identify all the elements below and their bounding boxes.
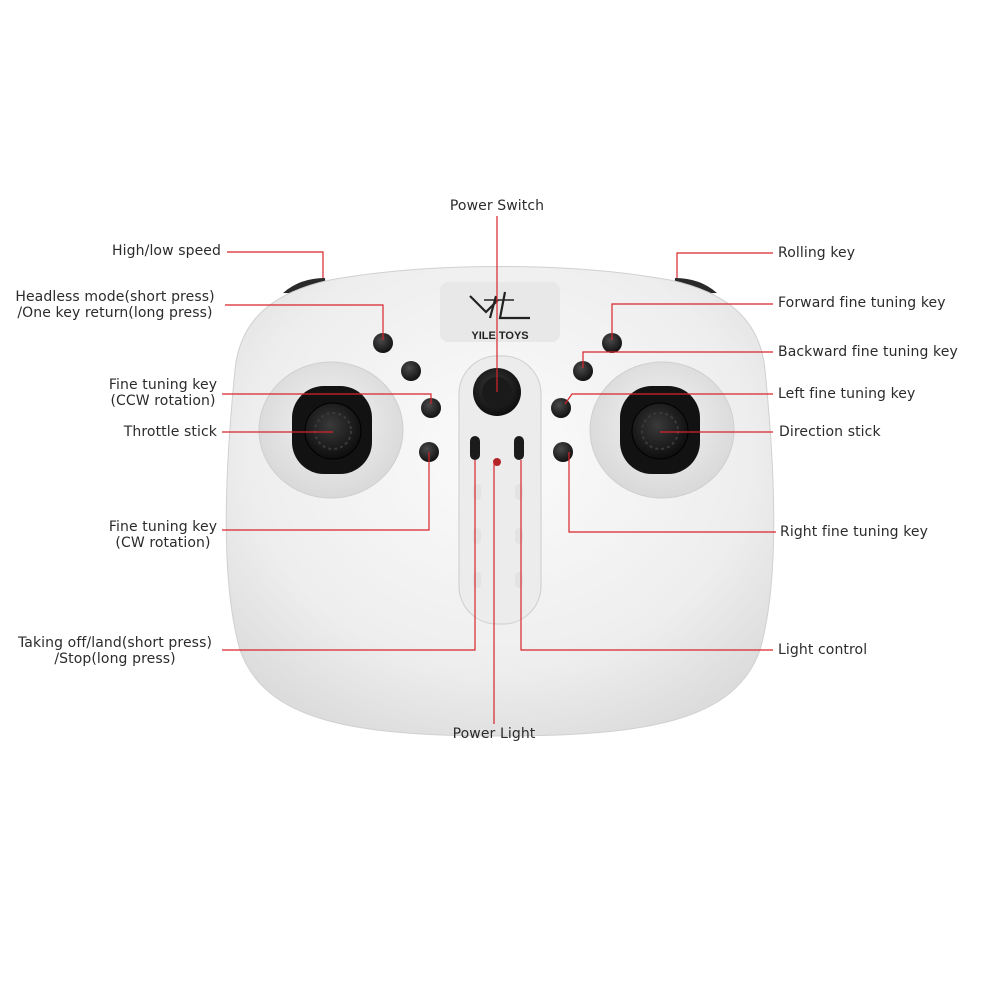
label-high-low-speed: High/low speed	[112, 243, 221, 259]
label-fine-tuning-cw: Fine tuning key (CW rotation)	[100, 519, 226, 551]
label-backward-fine-tuning-key: Backward fine tuning key	[778, 344, 958, 360]
light-control-key[interactable]	[514, 436, 524, 460]
label-fine-tuning-cw-line1: Fine tuning key	[108, 519, 218, 535]
forward-fine-tuning-key[interactable]	[602, 333, 622, 353]
right-fine-tuning-key[interactable]	[553, 442, 573, 462]
label-taking-off-land-line2: /Stop(long press)	[54, 651, 176, 667]
takeoff-land-key[interactable]	[470, 436, 480, 460]
direction-stick[interactable]	[631, 402, 689, 460]
label-fine-tuning-ccw-line1: Fine tuning key	[108, 377, 218, 393]
leader-light-control	[520, 460, 773, 651]
fine-tuning-ccw-key[interactable]	[421, 398, 441, 418]
leader-cw-fine-tuning	[222, 452, 430, 531]
headless-mode-key[interactable]	[373, 333, 393, 353]
label-headless-mode: Headless mode(short press) /One key retu…	[10, 289, 220, 321]
label-taking-off-land-line1: Taking off/land(short press)	[17, 635, 213, 651]
label-headless-mode-line1: Headless mode(short press)	[15, 289, 215, 305]
direction-stick-grip	[641, 412, 679, 450]
leader-right-fine-tuning	[568, 452, 776, 533]
backward-fine-tuning-key[interactable]	[573, 361, 593, 381]
throttle-stick[interactable]	[304, 402, 362, 460]
label-power-light: Power Light	[452, 726, 536, 742]
label-fine-tuning-ccw-line2: (CCW rotation)	[110, 393, 216, 409]
leader-high-low-speed	[227, 251, 324, 278]
label-throttle-stick: Throttle stick	[123, 424, 217, 440]
leader-backward-fine-tuning	[582, 351, 773, 368]
leader-rolling-key	[676, 252, 773, 278]
label-fine-tuning-cw-line2: (CW rotation)	[115, 535, 211, 551]
leader-forward-fine-tuning	[611, 303, 773, 340]
label-rolling-key: Rolling key	[778, 245, 856, 261]
leader-left-fine-tuning	[564, 393, 773, 405]
label-forward-fine-tuning-key: Forward fine tuning key	[778, 295, 946, 311]
brand-logo-mark	[469, 291, 530, 320]
label-taking-off-land: Taking off/land(short press) /Stop(long …	[8, 635, 222, 667]
label-light-control: Light control	[778, 642, 868, 658]
left-fine-tuning-key[interactable]	[551, 398, 571, 418]
leader-ccw-fine-tuning	[222, 393, 432, 404]
label-fine-tuning-ccw: Fine tuning key (CCW rotation)	[100, 377, 226, 409]
label-headless-mode-line2: /One key return(long press)	[17, 305, 213, 321]
label-right-fine-tuning-key: Right fine tuning key	[780, 524, 929, 540]
label-left-fine-tuning-key: Left fine tuning key	[778, 386, 916, 402]
label-power-switch: Power Switch	[449, 198, 545, 214]
brand-logo-text: YILE TOYS	[471, 330, 529, 342]
throttle-stick-grip	[314, 412, 352, 450]
label-direction-stick: Direction stick	[779, 424, 881, 440]
power-light	[493, 458, 501, 466]
leader-taking-off	[222, 460, 476, 651]
left-aux-key[interactable]	[401, 361, 421, 381]
leader-headless-mode	[225, 304, 384, 340]
leader-lines	[222, 216, 776, 724]
